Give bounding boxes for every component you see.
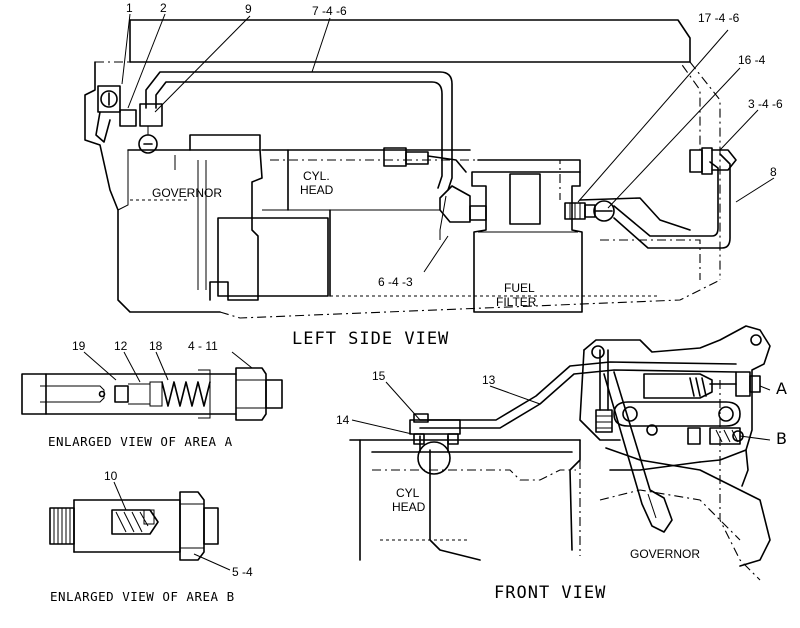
area-a-marker: A (776, 379, 787, 398)
fuel-filter-label-line-2: FILTER (496, 295, 537, 309)
enlarged-view-area-b: 10 5 -4 ENLARGED VIEW OF AREA B (49, 469, 253, 604)
area-b-marker: B (776, 429, 787, 448)
callout-3-4-6: 3 -4 -6 (748, 97, 783, 111)
callout-18: 18 (149, 339, 163, 353)
callout-13: 13 (482, 373, 496, 387)
front-cylinder-head-label-line-2: HEAD (392, 500, 426, 514)
callout-5-4: 5 -4 (232, 565, 253, 579)
governor-label: GOVERNOR (152, 186, 222, 200)
front-governor-label: GOVERNOR (630, 547, 700, 561)
cylinder-head-label-line-2: HEAD (300, 183, 334, 197)
callout-6-4-3: 6 -4 -3 (378, 275, 413, 289)
left-side-view: GOVERNOR CYL. HEAD FUEL FILTER 1 2 9 7 -… (84, 1, 783, 349)
callout-12: 12 (114, 339, 128, 353)
front-view-title: FRONT VIEW (494, 583, 606, 603)
callout-1: 1 (126, 1, 133, 15)
left-side-view-title: LEFT SIDE VIEW (292, 329, 449, 349)
callout-8: 8 (770, 165, 777, 179)
callout-15: 15 (372, 369, 386, 383)
enlarged-view-b-caption: ENLARGED VIEW OF AREA B (50, 589, 235, 604)
callout-2: 2 (160, 1, 167, 15)
callout-16-4: 16 -4 (738, 53, 766, 67)
front-view: 15 14 13 A B CYL HEAD GOVERNOR FRONT VIE… (336, 325, 787, 603)
callout-9: 9 (245, 2, 252, 16)
callout-7-4-6: 7 -4 -6 (312, 4, 347, 18)
callout-17-4-6: 17 -4 -6 (698, 11, 740, 25)
callout-10: 10 (104, 469, 118, 483)
enlarged-view-a-caption: ENLARGED VIEW OF AREA A (48, 434, 233, 449)
callout-19: 19 (72, 339, 86, 353)
fuel-filter-label-line-1: FUEL (504, 281, 535, 295)
callout-4-11: 4 - 11 (188, 339, 218, 353)
cylinder-head-label-line-1: CYL. (303, 169, 330, 183)
front-cylinder-head-label-line-1: CYL (396, 486, 420, 500)
enlarged-view-area-a: 19 12 18 4 - 11 ENLARGED VIEW OF AREA A (21, 339, 283, 449)
callout-14: 14 (336, 413, 350, 427)
